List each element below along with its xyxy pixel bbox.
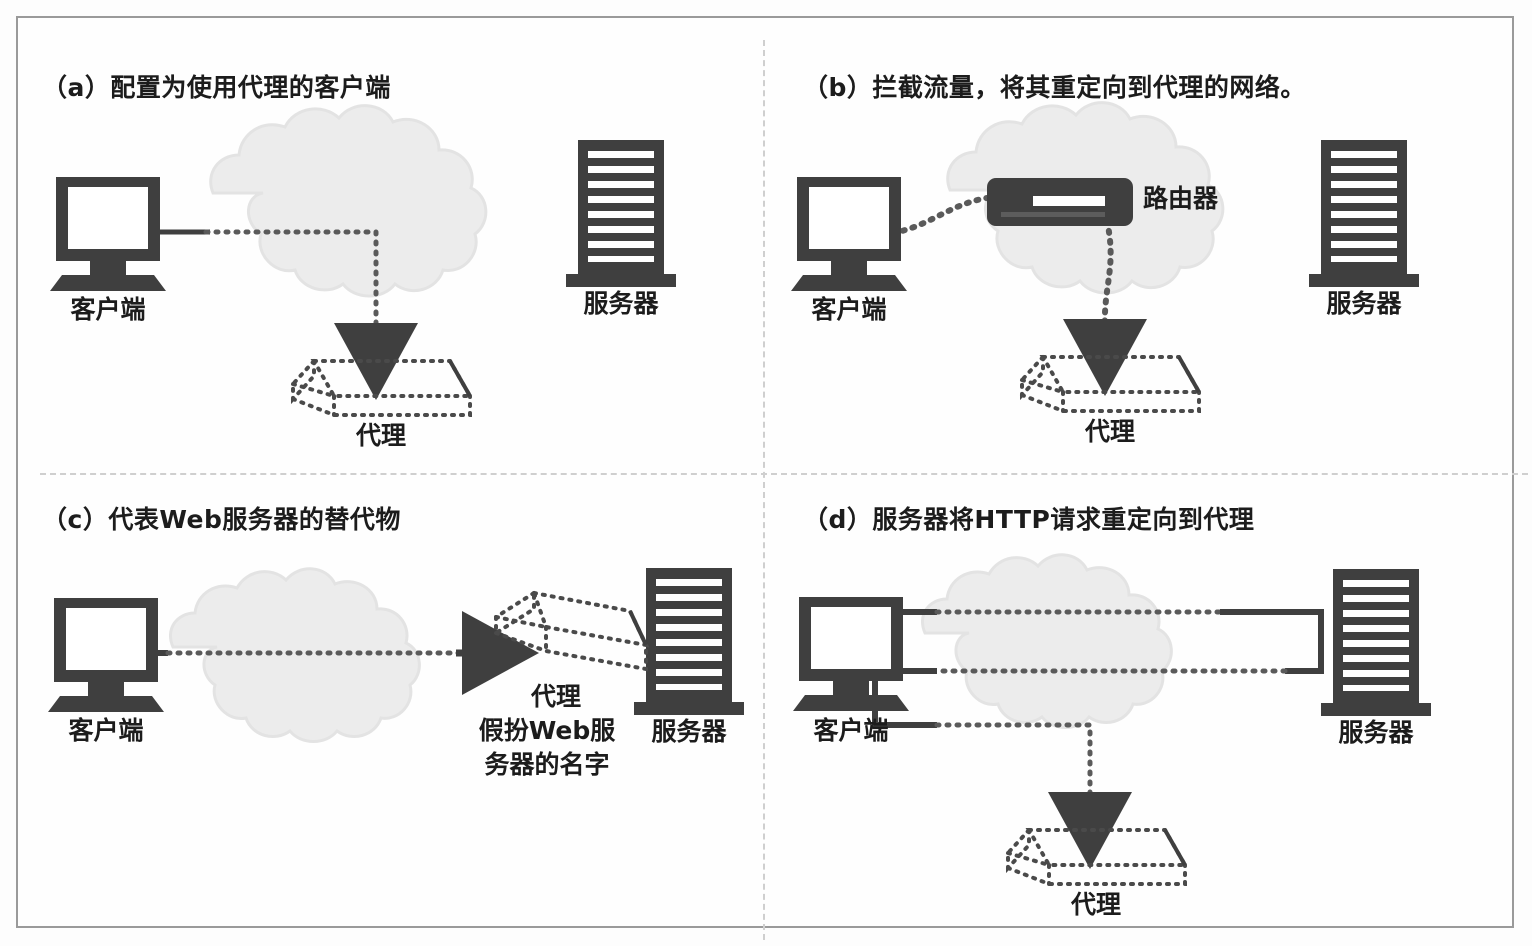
server-label-c: 服务器 bbox=[651, 717, 727, 746]
figure-frame: （a）配置为使用代理的客户端 bbox=[16, 16, 1528, 940]
panel-a: （a）配置为使用代理的客户端 bbox=[18, 18, 763, 458]
network-cloud-a bbox=[209, 104, 488, 298]
proxy-label-a: 代理 bbox=[355, 421, 406, 450]
client-icon-a bbox=[50, 177, 166, 291]
proxy-icon-d bbox=[1006, 824, 1189, 886]
panel-d: （d）服务器将HTTP请求重定向到代理 bbox=[765, 475, 1512, 930]
traffic-path-d-bottom bbox=[934, 722, 1093, 808]
client-icon-b bbox=[791, 177, 907, 291]
server-icon-a bbox=[566, 140, 676, 287]
panel-b-graphics bbox=[791, 101, 1419, 413]
router-icon-b bbox=[987, 178, 1133, 226]
proxy-label-c-line1: 代理 bbox=[530, 682, 581, 711]
panel-b: （b）拦截流量，将其重定向到代理的网络。 bbox=[765, 18, 1512, 458]
panel-b-title: （b）拦截流量，将其重定向到代理的网络。 bbox=[803, 73, 1306, 102]
panel-divider-horizontal bbox=[40, 473, 1528, 475]
client-label-c: 客户端 bbox=[68, 716, 144, 745]
server-icon-b bbox=[1309, 140, 1419, 287]
panel-a-title: （a）配置为使用代理的客户端 bbox=[42, 73, 391, 102]
panel-d-title: （d）服务器将HTTP请求重定向到代理 bbox=[803, 505, 1255, 534]
proxy-edge-c bbox=[628, 610, 648, 646]
proxy-label-c-line3: 务器的名字 bbox=[484, 750, 610, 779]
proxy-edge-d bbox=[1163, 829, 1187, 866]
server-icon-c bbox=[634, 568, 744, 715]
client-icon-c bbox=[48, 598, 164, 712]
traffic-path-b-router-proxy bbox=[1101, 218, 1114, 333]
client-label-b: 客户端 bbox=[811, 295, 887, 324]
proxy-label-c-line2: 假扮Web服 bbox=[478, 716, 616, 745]
proxy-icon-a bbox=[291, 355, 474, 417]
proxy-icon-b bbox=[1020, 351, 1203, 413]
proxy-label-d: 代理 bbox=[1070, 890, 1121, 919]
traffic-path-a bbox=[203, 229, 379, 339]
client-label-d: 客户端 bbox=[813, 716, 889, 745]
server-label-b: 服务器 bbox=[1326, 289, 1402, 318]
server-label-d: 服务器 bbox=[1338, 718, 1414, 747]
proxy-edge-a bbox=[448, 360, 472, 397]
proxy-edge-b bbox=[1177, 356, 1201, 393]
panel-a-graphics bbox=[50, 104, 676, 417]
link-d-top-right bbox=[1220, 609, 1324, 674]
server-label-a: 服务器 bbox=[583, 289, 659, 318]
panel-divider-vertical bbox=[763, 40, 765, 940]
proxy-label-b: 代理 bbox=[1084, 417, 1135, 446]
panel-c-graphics bbox=[48, 567, 744, 743]
traffic-path-b-client-router bbox=[890, 195, 990, 236]
panel-d-graphics bbox=[793, 553, 1431, 886]
panel-c-title: （c）代表Web服务器的替代物 bbox=[42, 505, 401, 534]
server-icon-d bbox=[1321, 569, 1431, 716]
client-icon-d bbox=[793, 597, 909, 711]
panel-c: （c）代表Web服务器的替代物 bbox=[18, 475, 763, 930]
network-cloud-d bbox=[921, 553, 1173, 729]
proxy-icon-c bbox=[494, 589, 650, 672]
router-label-b: 路由器 bbox=[1143, 184, 1219, 213]
client-label-a: 客户端 bbox=[70, 295, 146, 324]
